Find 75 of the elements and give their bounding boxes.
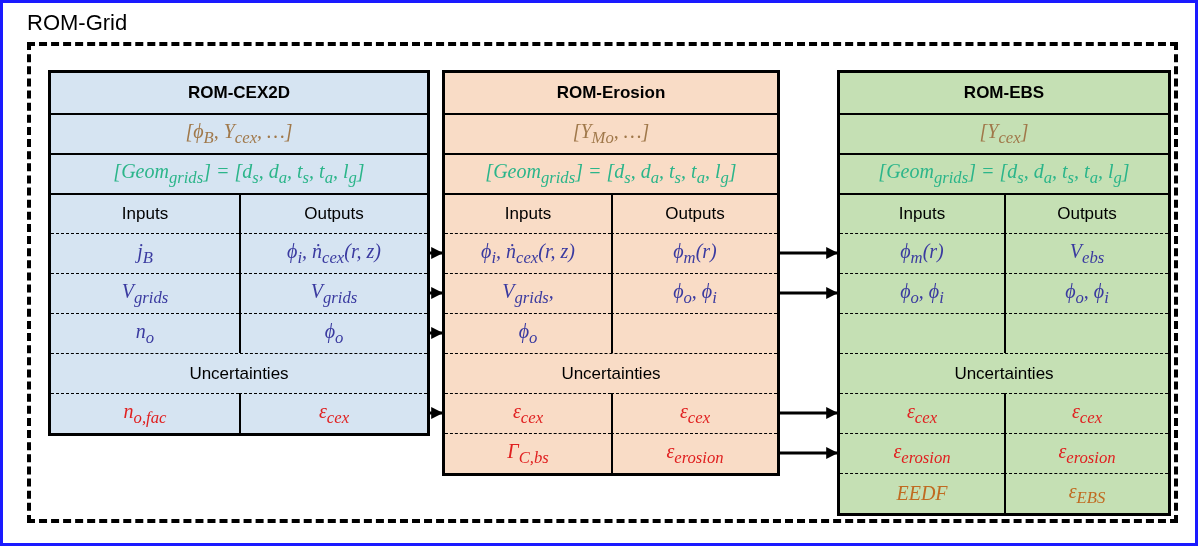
table-cell [611,273,777,313]
math-expression: V$_{grids}$, [502,279,554,308]
math-expression: ϕ$_{o}$, ϕ$_{i}$ [900,279,944,308]
math-expression: n$_{o}$ [135,319,155,348]
module-table [442,70,780,476]
math-expression: ϕ$_{o}$ [324,319,344,348]
math-expression: ϕ$_{o}$, ϕ$_{i}$ [1065,279,1109,308]
math-expression: ϕ$_{m}$(r) [673,239,717,268]
math-expression: ε$_{EBS}$ [1068,479,1106,508]
table-title: ROM-EBS [962,82,1046,104]
math-expression: ϕ$_{o}$ [518,319,538,348]
math-expression: ε$_{erosion}$ [893,439,951,468]
arrow [780,447,839,459]
arrow [430,407,444,419]
table-cell [611,433,777,473]
math-expression: ϕ$_{m}$(r) [900,239,944,268]
table-cell [239,273,427,313]
table-cell [1004,193,1168,233]
table-cell [1004,313,1168,353]
arrow [780,407,839,419]
table-cell [1004,473,1168,513]
column-header: Uncertainties [954,363,1054,384]
math-expression: ε$_{cex}$ [512,399,544,428]
math-expression: ε$_{cex}$ [906,399,938,428]
math-expression: V$_{grids}$ [121,279,169,308]
column-header: Outputs [1057,204,1117,224]
table-cell [239,233,427,273]
column-header: Outputs [665,204,725,224]
arrow [430,327,444,339]
table-title: ROM-CEX2D [187,82,291,104]
math-expression: V$_{ebs}$ [1069,239,1105,268]
table-cell [239,313,427,353]
math-expression: [Geom$_{grids}$] = [d$_{s}$, d$_{a}$, t$_{s}$, t$_{a}$, l$_{g}$] [113,160,365,188]
table-cell [239,193,427,233]
table-cell [611,393,777,433]
table-cell [1004,273,1168,313]
table-title: ROM-Erosion [555,82,667,104]
math-expression: EEDF [896,482,948,505]
column-header: Inputs [898,204,946,224]
math-expression: ε$_{cex}$ [318,399,350,428]
arrow [780,287,839,299]
math-expression: ε$_{cex}$ [1071,399,1103,428]
math-expression: ϕ$_{i}$, ṅ$_{cex}$(r, z) [481,239,575,268]
table-cell [611,193,777,233]
column-header: Uncertainties [189,363,289,384]
math-expression: j$_{B}$ [137,239,153,268]
math-expression: n$_{o,fac}$ [123,399,167,428]
math-expression: ε$_{cex}$ [679,399,711,428]
table-cell [1004,233,1168,273]
group-title: ROM-Grid [27,10,128,36]
math-expression: [Geom$_{grids}$] = [d$_{s}$, d$_{a}$, t$_{s}$, t$_{a}$, l$_{g}$] [878,160,1130,188]
table-cell [611,233,777,273]
table-cell [611,313,777,353]
math-expression: [Y$_{Mo}$, …] [572,120,650,148]
math-expression: V$_{grids}$ [310,279,358,308]
arrow [430,287,444,299]
table-cell [1004,393,1168,433]
math-expression: ε$_{erosion}$ [1058,439,1116,468]
math-expression: [ϕ$_{B}$, Y$_{cex}$, …] [185,120,293,148]
arrow [780,247,839,259]
module-table [837,70,1171,516]
arrow [430,247,444,259]
column-header: Inputs [504,204,552,224]
math-expression: ϕ$_{o}$, ϕ$_{i}$ [673,279,717,308]
column-header: Inputs [121,204,169,224]
module-table [48,70,430,436]
math-expression: [Y$_{cex}$] [979,120,1029,148]
math-expression: Γ$_{C,bs}$ [507,439,549,468]
table-cell [239,393,427,433]
column-header: Outputs [304,204,364,224]
table-cell [1004,433,1168,473]
math-expression: ε$_{erosion}$ [666,439,724,468]
math-expression: ϕ$_{i}$, ṅ$_{cex}$(r, z) [287,239,381,268]
column-header: Uncertainties [561,363,661,384]
math-expression: [Geom$_{grids}$] = [d$_{s}$, d$_{a}$, t$_{s}$, t$_{a}$, l$_{g}$] [485,160,737,188]
